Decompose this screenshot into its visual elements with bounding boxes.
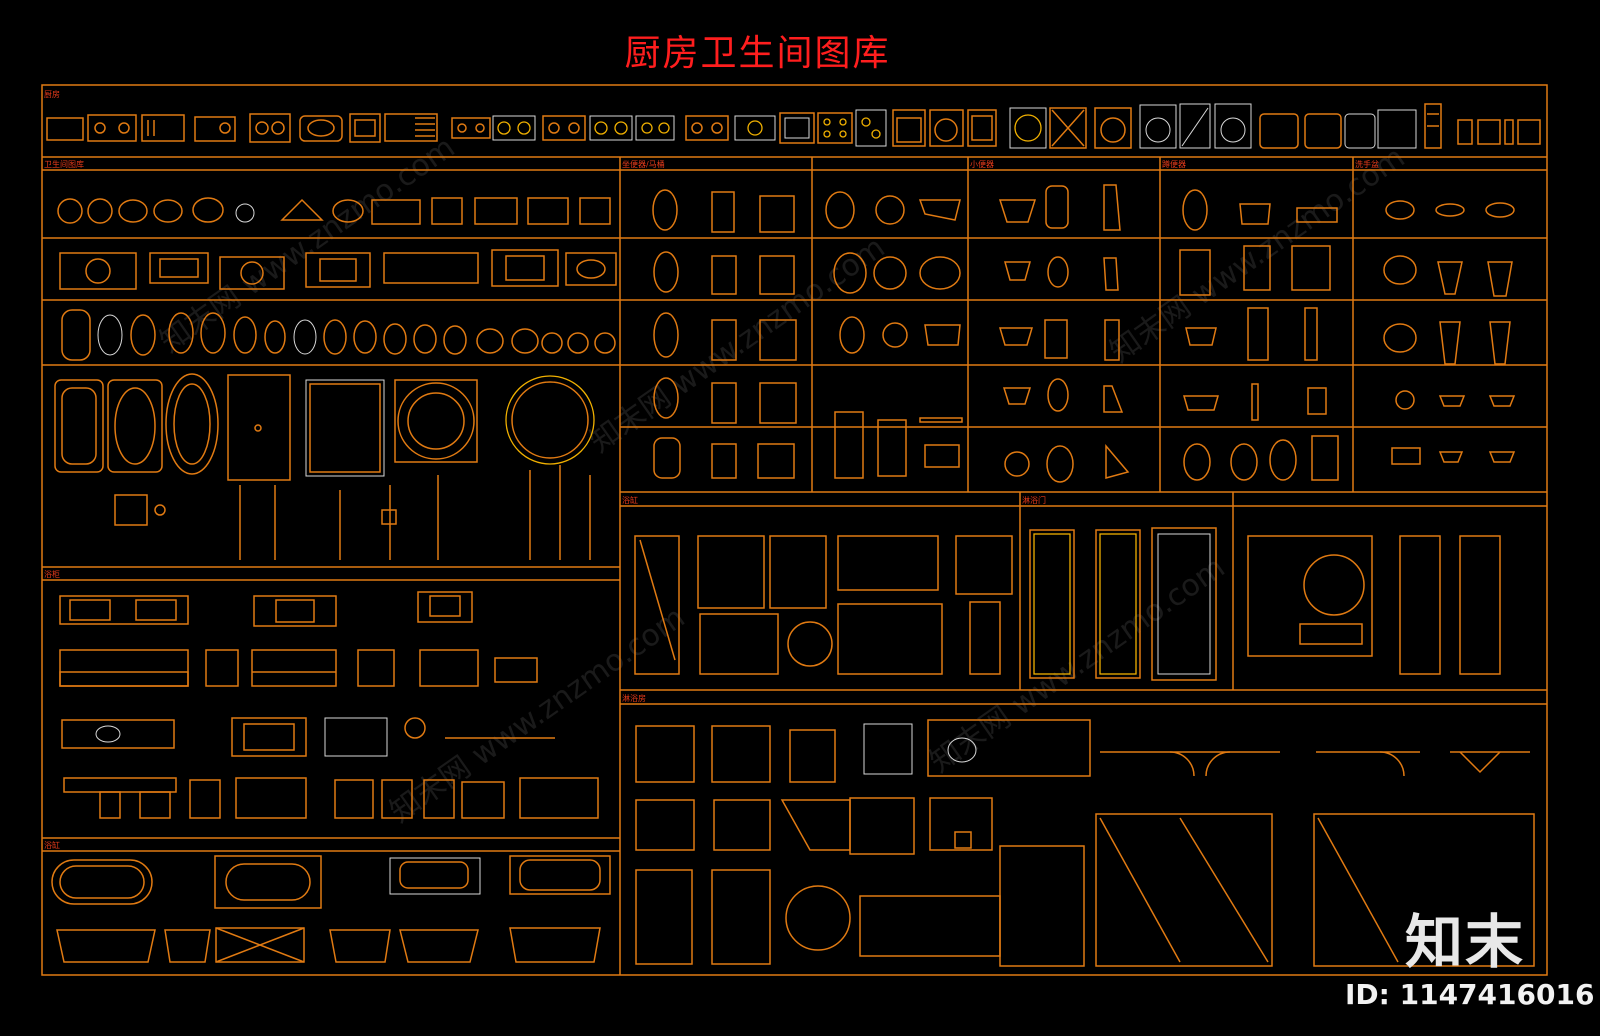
mirrors <box>634 535 1013 675</box>
washbasin-row-2 <box>59 249 617 290</box>
section-label-basin: 洗手盆 <box>1355 159 1379 169</box>
section-label-bathtub: 浴缸 <box>44 840 60 850</box>
section-label-mirror: 浴缸 <box>622 495 638 505</box>
outer-frame <box>41 84 1548 976</box>
shower-doors <box>1029 527 1217 681</box>
section-label-shower-door: 淋浴门 <box>1022 495 1046 505</box>
section-label-toilet: 坐便器/马桶 <box>622 159 665 169</box>
image-id-label: ID: 1147416016 <box>1345 978 1595 1011</box>
toilet-plan-row <box>61 309 616 361</box>
bathtub-shower-block <box>54 373 595 481</box>
shower-rooms <box>635 719 1535 967</box>
section-label-sinks: 卫生间图库 <box>44 159 84 169</box>
pedestal-basins <box>1383 200 1516 465</box>
section-label-cabinet: 浴柜 <box>44 569 60 579</box>
bathroom-mirror-cabinet <box>1247 535 1501 675</box>
squat-toilets <box>1179 189 1339 481</box>
bathtub-section <box>51 855 611 963</box>
section-label-kitchen: 厨房 <box>44 89 60 99</box>
vanity-cabinets <box>59 591 599 819</box>
washbasin-row-1 <box>57 197 611 225</box>
section-label-urinal: 小便器 <box>970 159 994 169</box>
brand-logo: 知末 <box>1405 908 1526 976</box>
section-label-squat: 蹲便器 <box>1162 159 1186 169</box>
shower-fittings <box>114 465 591 560</box>
page-title: 厨房卫生间图库 <box>624 33 891 74</box>
section-label-shower-room: 淋浴房 <box>622 693 646 703</box>
urinals <box>998 184 1130 483</box>
kitchen-fixtures-strip <box>46 103 1541 149</box>
toilet-elevations <box>652 189 963 479</box>
